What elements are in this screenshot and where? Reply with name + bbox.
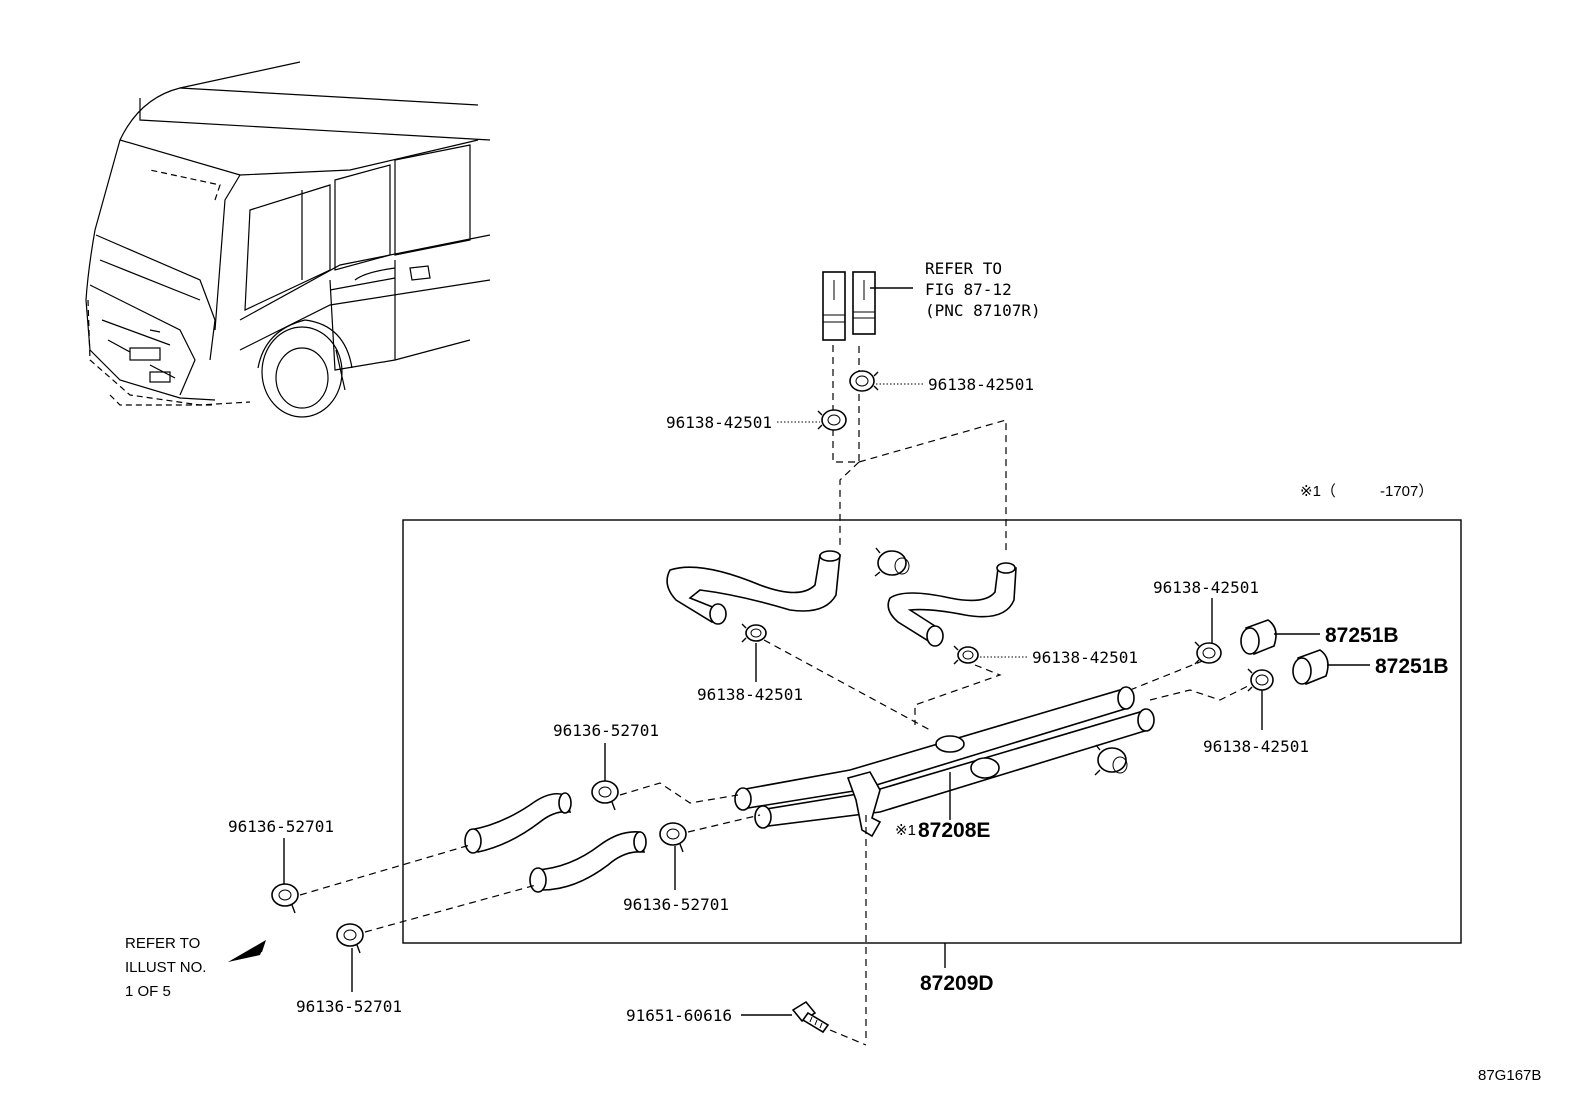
label-87251B-lower: 87251B xyxy=(1375,655,1449,678)
label-96136-52701-c: 96136-52701 xyxy=(228,817,334,836)
pipe-assembly-icon xyxy=(734,686,1155,838)
kit-boundary-box xyxy=(402,519,1462,944)
svg-text:REFER TO: REFER TO xyxy=(925,259,1002,278)
upper-pipe-ends xyxy=(822,271,913,341)
label-87251B-upper: 87251B xyxy=(1325,624,1399,647)
clamp-icon-mid-left xyxy=(741,623,767,643)
clamp-icon-52701-c xyxy=(271,883,299,914)
label-96138-42501-mid-right: 96138-42501 xyxy=(1032,648,1138,667)
bolt-icon xyxy=(791,1000,830,1034)
note-mark: ※1（ xyxy=(1300,483,1336,500)
vehicle-illustration xyxy=(85,61,491,418)
label-96136-52701-d: 96136-52701 xyxy=(296,997,402,1016)
label-96138-42501-top-left: 96138-42501 xyxy=(666,413,772,432)
refer-to-top-line3: (PNC 87107R) xyxy=(925,301,1041,320)
clamp-icon-top-right xyxy=(849,370,879,392)
pipe-mark: ※1 xyxy=(895,822,916,839)
label-96138-42501-mid-left: 96138-42501 xyxy=(697,685,803,704)
plug-icon-lower xyxy=(1292,649,1329,686)
clamp-icon-52701-d xyxy=(336,923,364,954)
clamp-icon-right-upper xyxy=(1194,641,1222,665)
refer-to-top-line1: REFER TO xyxy=(925,259,1002,278)
label-96136-52701-a: 96136-52701 xyxy=(553,721,659,740)
refer-to-top-line2: FIG 87-12 xyxy=(925,280,1012,299)
clamp-icon-right-lower xyxy=(1247,668,1274,692)
note-value: -1707） xyxy=(1380,483,1433,500)
clamp-icon-box-top xyxy=(874,547,910,577)
clamp-icon-52701-a xyxy=(591,780,619,811)
arrow-icon-refer-left xyxy=(228,940,266,962)
svg-text:FIG 87-12: FIG 87-12 xyxy=(925,280,1012,299)
label-96138-42501-right-lower: 96138-42501 xyxy=(1203,737,1309,756)
clamp-icon-52701-b xyxy=(659,822,687,853)
label-87208E: 87208E xyxy=(918,819,990,842)
label-96138-42501-right-upper: 96138-42501 xyxy=(1153,578,1259,597)
hose-icon-upper-left xyxy=(666,550,841,625)
label-96138-42501-top-right: 96138-42501 xyxy=(928,375,1034,394)
label-87209D: 87209D xyxy=(920,972,994,995)
plug-icon-upper xyxy=(1240,619,1277,656)
hose-icon-upper-right xyxy=(887,562,1017,647)
svg-text:(PNC 87107R): (PNC 87107R) xyxy=(925,301,1041,320)
clamp-icon-mid-right xyxy=(953,645,979,665)
label-91651-60616: 91651-60616 xyxy=(626,1006,732,1025)
clamp-icon-pipe-right xyxy=(1094,744,1128,776)
refer-to-left-line2: ILLUST NO. xyxy=(125,959,206,976)
hose-icon-lower-upper xyxy=(464,792,572,854)
clamp-icon-top-left xyxy=(817,409,847,431)
figure-code: 87G167B xyxy=(1478,1067,1541,1084)
refer-to-left-line1: REFER TO xyxy=(125,935,200,952)
hose-icon-lower-lower xyxy=(529,830,647,893)
refer-to-left-line3: 1 OF 5 xyxy=(125,983,171,1000)
label-96136-52701-b: 96136-52701 xyxy=(623,895,729,914)
